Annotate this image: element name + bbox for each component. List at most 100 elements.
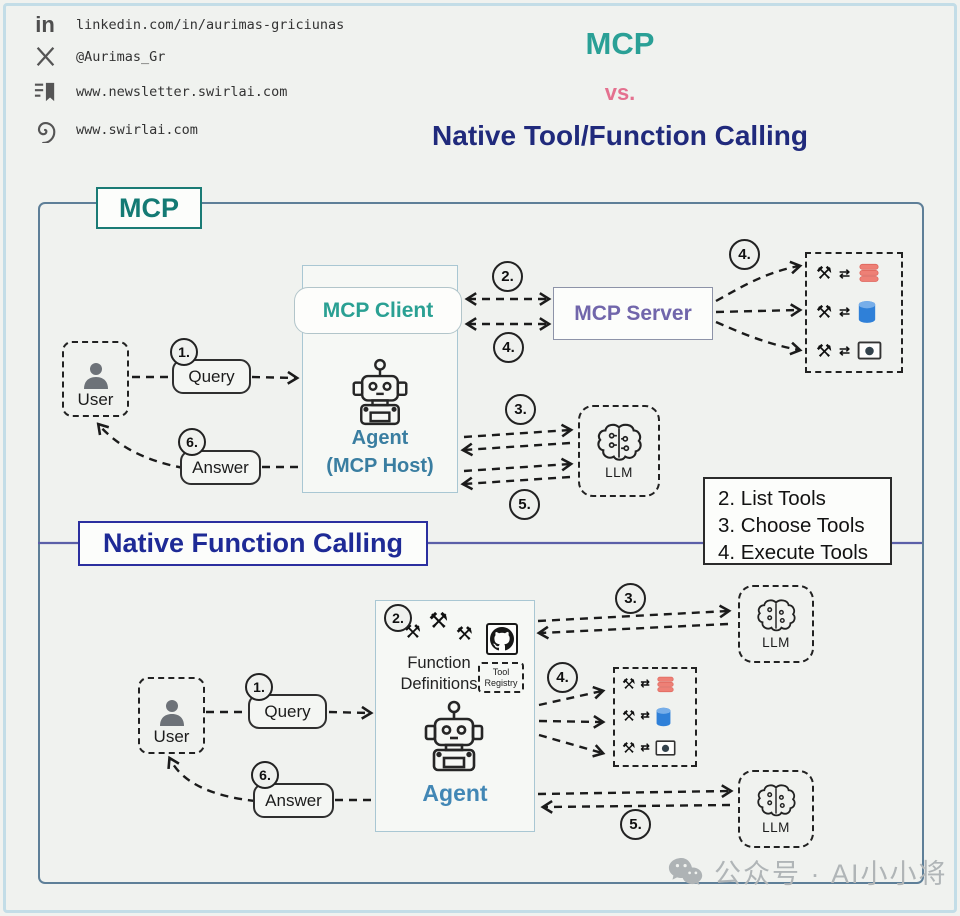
brain-icon	[757, 784, 796, 817]
arrow-agent-tool-3-native	[538, 733, 602, 753]
tool-row-browser: ⚒ ⇄	[807, 331, 901, 370]
legend-execute-tools: 4. Execute Tools	[718, 541, 869, 564]
swap-arrows-icon: ⇄	[640, 710, 650, 722]
step-6-mcp: 6.	[178, 428, 206, 456]
answer-label: Answer	[192, 457, 249, 477]
function-tools-icons: ⚒ ⚒ ⚒	[404, 608, 484, 645]
answer-label: Answer	[265, 790, 322, 810]
page-title: MCP vs. Native Tool/Function Calling	[330, 26, 910, 152]
person-icon	[159, 700, 184, 726]
step-5-native: 5.	[620, 809, 651, 840]
query-label: Query	[188, 366, 235, 386]
agent-label-mcp: Agent	[351, 427, 409, 449]
legend-choose-tools: 3. Choose Tools	[718, 514, 865, 537]
tool-row-database: ⚒ ⇄	[615, 701, 695, 733]
watermark-text: 公众号 · AI小小将	[714, 859, 948, 889]
user-label: User	[153, 727, 190, 746]
arrow-agent-tool-1-native	[538, 691, 602, 707]
swap-arrows-icon: ⇄	[640, 678, 650, 691]
red-layers-icon	[657, 677, 674, 693]
social-row-linkedin: in linkedin.com/in/aurimas-griciunas	[28, 12, 344, 38]
tool-registry-line1: Tool	[492, 667, 510, 677]
step-1-mcp: 1.	[170, 338, 198, 366]
step-6-native: 6.	[251, 761, 279, 789]
tool-registry-node: Tool Registry	[478, 662, 524, 693]
llm-node-mcp: LLM	[578, 405, 660, 497]
arrow-server-tool-3	[715, 320, 799, 350]
tool-registry-line2: Registry	[484, 678, 518, 688]
robot-icon-mcp	[350, 358, 410, 431]
agent-host-sublabel-mcp: (MCP Host)	[326, 455, 434, 477]
linkedin-url[interactable]: linkedin.com/in/aurimas-griciunas	[76, 17, 345, 33]
hammer-pick-icon: ⚒	[455, 624, 473, 645]
brain-icon	[757, 599, 796, 632]
arrow-server-tool-1	[715, 266, 799, 303]
arrow-answer-user-mcp	[99, 425, 185, 470]
red-layers-icon	[859, 264, 879, 283]
step-4-server-tools: 4.	[729, 239, 760, 270]
arrow-query-agent-native	[328, 712, 370, 713]
tool-row-database: ⚒ ⇄	[807, 293, 901, 332]
screenshot-frame	[3, 3, 957, 913]
swap-arrows-icon: ⇄	[839, 304, 851, 320]
step-1-native: 1.	[245, 673, 273, 701]
arrow-answer-user-native	[170, 759, 257, 803]
github-icon	[486, 623, 518, 655]
swirl-icon	[28, 117, 62, 143]
hammer-pick-icon: ⚒	[428, 608, 449, 633]
social-row-x: @Aurimas_Gr	[28, 46, 165, 67]
hammer-pick-icon: ⚒	[404, 622, 422, 643]
function-definitions-line1: Function	[407, 654, 471, 672]
robot-icon-native	[422, 700, 486, 777]
arrow-agent-llm-2	[463, 464, 570, 473]
llm-label: LLM	[762, 820, 790, 835]
website-url[interactable]: www.swirlai.com	[76, 122, 198, 138]
user-node-native: User	[138, 677, 205, 754]
function-definitions-label: Function Definitions	[385, 653, 493, 695]
mcp-server-node: MCP Server	[553, 287, 713, 340]
newsletter-url[interactable]: www.newsletter.swirlai.com	[76, 84, 288, 100]
arrow-llmtop-agent-native	[540, 622, 729, 633]
linkedin-icon: in	[35, 12, 55, 37]
step-5-mcp: 5.	[509, 489, 540, 520]
legend-list-tools: 2. List Tools	[718, 487, 826, 510]
llm-label: LLM	[762, 635, 790, 650]
hammer-pick-icon: ⚒	[622, 708, 636, 725]
arrow-llm-agent-1	[464, 441, 571, 450]
arrow-agent-llmbottom-native	[537, 791, 730, 794]
database-icon	[656, 707, 671, 726]
arrow-llmbottom-agent-native	[544, 805, 731, 807]
swap-arrows-icon: ⇄	[640, 741, 650, 754]
hammer-pick-icon: ⚒	[622, 676, 636, 694]
arrow-server-tool-2	[715, 310, 799, 312]
step-4-native: 4.	[547, 662, 578, 693]
arrow-agent-tool-2-native	[538, 721, 602, 722]
function-definitions-line2: Definitions	[400, 675, 478, 693]
tool-row-browser: ⚒ ⇄	[615, 732, 695, 764]
arrow-query-agent-mcp	[251, 377, 296, 378]
mcp-section-label: MCP	[96, 187, 202, 229]
llm-top-node-native: LLM	[738, 585, 814, 663]
llm-bottom-node-native: LLM	[738, 770, 814, 848]
x-handle[interactable]: @Aurimas_Gr	[76, 48, 166, 65]
browser-window-icon	[655, 740, 676, 756]
llm-label: LLM	[605, 465, 633, 480]
brain-icon	[597, 423, 642, 461]
arrow-llm-agent-2	[464, 475, 571, 484]
tools-box-native: ⚒ ⇄ ⚒ ⇄ ⚒ ⇄	[613, 667, 697, 767]
social-row-website: www.swirlai.com	[28, 117, 198, 143]
query-label: Query	[264, 701, 311, 721]
step-4-mcp: 4.	[493, 332, 524, 363]
person-icon	[83, 363, 108, 389]
newsletter-icon	[28, 81, 62, 103]
x-twitter-icon	[28, 46, 62, 67]
title-vs: vs.	[604, 80, 636, 105]
step-2-native: 2.	[384, 604, 412, 632]
native-section-label: Native Function Calling	[78, 521, 428, 566]
query-pill-mcp: Query	[172, 359, 251, 394]
mcp-client-node: MCP Client	[294, 287, 462, 334]
tools-box-mcp: ⚒ ⇄ ⚒ ⇄ ⚒ ⇄	[805, 252, 903, 373]
mcp-client-label: MCP Client	[322, 298, 434, 322]
hammer-pick-icon: ⚒	[816, 263, 833, 284]
